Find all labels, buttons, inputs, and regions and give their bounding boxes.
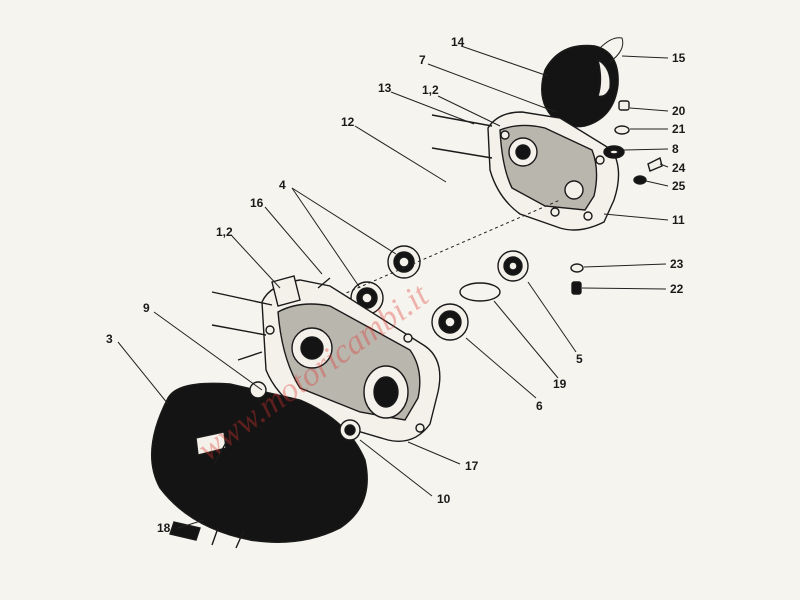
callout-1-2-lower: 1,2 — [216, 225, 233, 239]
callout-11: 11 — [672, 213, 685, 227]
leader-lines — [117, 45, 669, 529]
callout-17: 17 — [465, 459, 479, 473]
callout-6: 6 — [536, 399, 543, 413]
callout-9: 9 — [143, 301, 150, 315]
callout-1-2-upper: 1,2 — [422, 83, 439, 97]
callout-12: 12 — [341, 115, 355, 129]
right-crankcase-half — [487, 111, 620, 231]
studs-upper — [431, 114, 493, 159]
small-fittings-right — [603, 100, 663, 185]
small-fittings-left — [249, 277, 331, 399]
callout-20: 20 — [672, 104, 686, 118]
callout-24: 24 — [672, 161, 686, 175]
callout-15: 15 — [672, 51, 686, 65]
callout-18: 18 — [157, 521, 171, 535]
callout-23: 23 — [670, 257, 684, 271]
callout-16: 16 — [250, 196, 264, 210]
callout-labels: 14 15 7 20 13 1,2 21 12 8 24 25 4 16 11 … — [106, 35, 686, 535]
callout-25: 25 — [672, 179, 686, 193]
left-crankcase-half — [261, 275, 441, 442]
callout-13: 13 — [378, 81, 392, 95]
callout-22: 22 — [670, 282, 684, 296]
callout-5: 5 — [576, 352, 583, 366]
callout-8: 8 — [672, 142, 679, 156]
right-side-cover — [541, 37, 624, 128]
callout-4: 4 — [279, 178, 286, 192]
left-side-cover — [150, 382, 368, 549]
callout-10: 10 — [437, 492, 451, 506]
callout-7: 7 — [419, 53, 426, 67]
callout-19: 19 — [553, 377, 567, 391]
callout-3: 3 — [106, 332, 113, 346]
callout-21: 21 — [672, 122, 686, 136]
studs-left — [211, 291, 273, 361]
callout-14: 14 — [451, 35, 465, 49]
